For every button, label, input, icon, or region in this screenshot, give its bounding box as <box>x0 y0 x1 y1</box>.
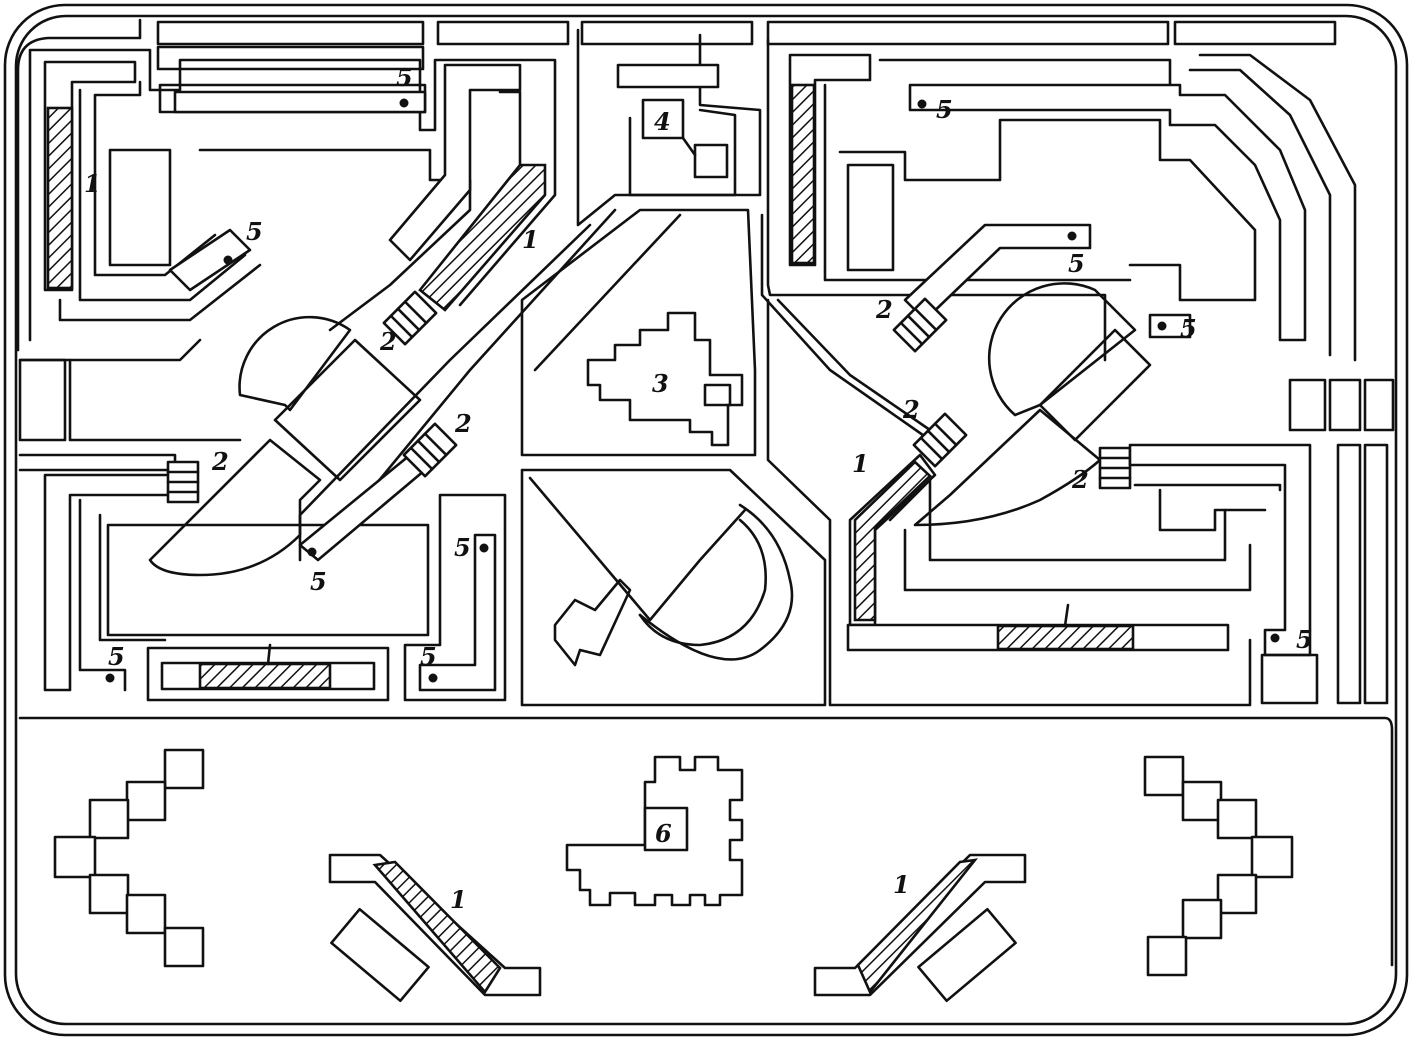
hatched-south-east <box>856 858 979 995</box>
label-parking-ne3: 5 <box>1180 314 1197 343</box>
label-parking-sw2: 5 <box>454 533 471 562</box>
parking-dot-nw2 <box>223 255 233 265</box>
hatched-wing-nw-diagonal <box>418 163 547 312</box>
parking-dot-center-w <box>307 547 317 557</box>
label-parking-nw: 5 <box>396 63 413 92</box>
parking-dot-nw <box>399 98 409 108</box>
label-garage-center-w: 2 <box>454 409 472 438</box>
label-garage-sw: 2 <box>211 447 229 476</box>
parking-dot-sw2 <box>479 543 489 553</box>
label-school: 3 <box>652 369 669 398</box>
hatched-bar-se <box>996 624 1135 651</box>
perimeter-road <box>3 3 1409 1037</box>
hemicycle-west <box>148 315 422 577</box>
parking-dot-se <box>1270 633 1280 643</box>
label-residential-nw: 1 <box>84 169 101 198</box>
block-north-center <box>576 28 762 227</box>
zigzag-building-west <box>53 748 205 968</box>
label-garage-se: 2 <box>902 395 920 424</box>
hatched-bar-sw <box>198 662 332 690</box>
block-northwest <box>28 48 557 346</box>
hatched-wing-se <box>853 460 932 622</box>
central-park <box>520 468 827 707</box>
inner-building-west <box>108 148 172 267</box>
block-south <box>18 716 1394 1003</box>
hatched-south-west <box>372 860 502 995</box>
label-boiler: 4 <box>654 107 671 136</box>
label-garage-se2: 2 <box>1071 465 1089 494</box>
boiler-house <box>641 98 685 140</box>
label-residential-s-west: 1 <box>450 885 467 914</box>
label-parking-se: 5 <box>1296 625 1313 654</box>
label-parking-center-w: 5 <box>310 567 327 596</box>
hatched-wing-ne <box>790 83 816 265</box>
block-school <box>520 208 757 457</box>
label-parking-ne: 5 <box>936 95 953 124</box>
label-garage-ne: 2 <box>875 295 893 324</box>
block-southeast <box>766 298 1395 707</box>
parking-dot-ne <box>917 99 927 109</box>
school-building <box>586 311 744 447</box>
service-annex <box>643 806 689 852</box>
garage-center-w <box>402 422 458 478</box>
label-residential-s-east: 1 <box>893 870 910 899</box>
hatched-wing-west <box>46 106 74 290</box>
parking-dot-sw <box>105 673 115 683</box>
block-northeast <box>766 38 1357 362</box>
label-parking-nw2: 5 <box>246 217 263 246</box>
garage-nw <box>382 290 438 346</box>
label-parking-ne2: 5 <box>1068 249 1085 278</box>
hemicycle-east <box>913 282 1152 527</box>
label-garage-nw: 2 <box>379 327 397 356</box>
labels: 1 1 1 1 1 2 2 2 2 2 2 3 4 6 5 5 5 5 5 5 … <box>84 63 1313 914</box>
garage-se <box>912 412 968 468</box>
north-strip <box>16 18 1337 352</box>
garage-ne <box>892 297 948 353</box>
parking-dot-sw3 <box>428 673 438 683</box>
label-parking-sw3: 5 <box>420 642 437 671</box>
label-parking-sw: 5 <box>108 642 125 671</box>
label-service: 6 <box>655 819 672 848</box>
block-southwest <box>18 338 507 702</box>
label-residential-nw2: 1 <box>522 225 539 254</box>
parking-dot-ne3 <box>1067 231 1077 241</box>
parking-dot-ne2 <box>1157 321 1167 331</box>
label-residential-se: 1 <box>852 449 869 478</box>
zigzag-building-east <box>1143 755 1294 977</box>
